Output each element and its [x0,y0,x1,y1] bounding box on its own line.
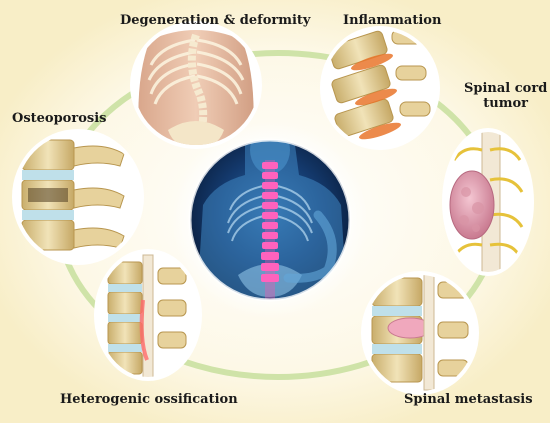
label-spinal-cord-tumor-line1: Spinal cord [464,81,548,96]
label-heterogenic-ossification: Heterogenic ossification [60,392,238,407]
heterogenic-ossification-illustration [94,249,202,381]
label-degeneration-deformity: Degeneration & deformity [120,13,311,28]
label-spinal-metastasis: Spinal metastasis [404,392,533,407]
inflammation-illustration [320,26,440,150]
spinal-metastasis-illustration [361,271,479,395]
osteoporosis-illustration [12,129,144,265]
spinal-cord-tumor-illustration [442,128,534,276]
spine-highlight [261,160,279,300]
label-osteoporosis: Osteoporosis [12,111,107,126]
center-illustration [190,140,350,300]
label-spinal-cord-tumor-line2: tumor [483,96,528,111]
label-inflammation: Inflammation [343,13,442,28]
label-spinal-cord-tumor: Spinal cord tumor [464,81,547,111]
degeneration-illustration [130,21,262,149]
